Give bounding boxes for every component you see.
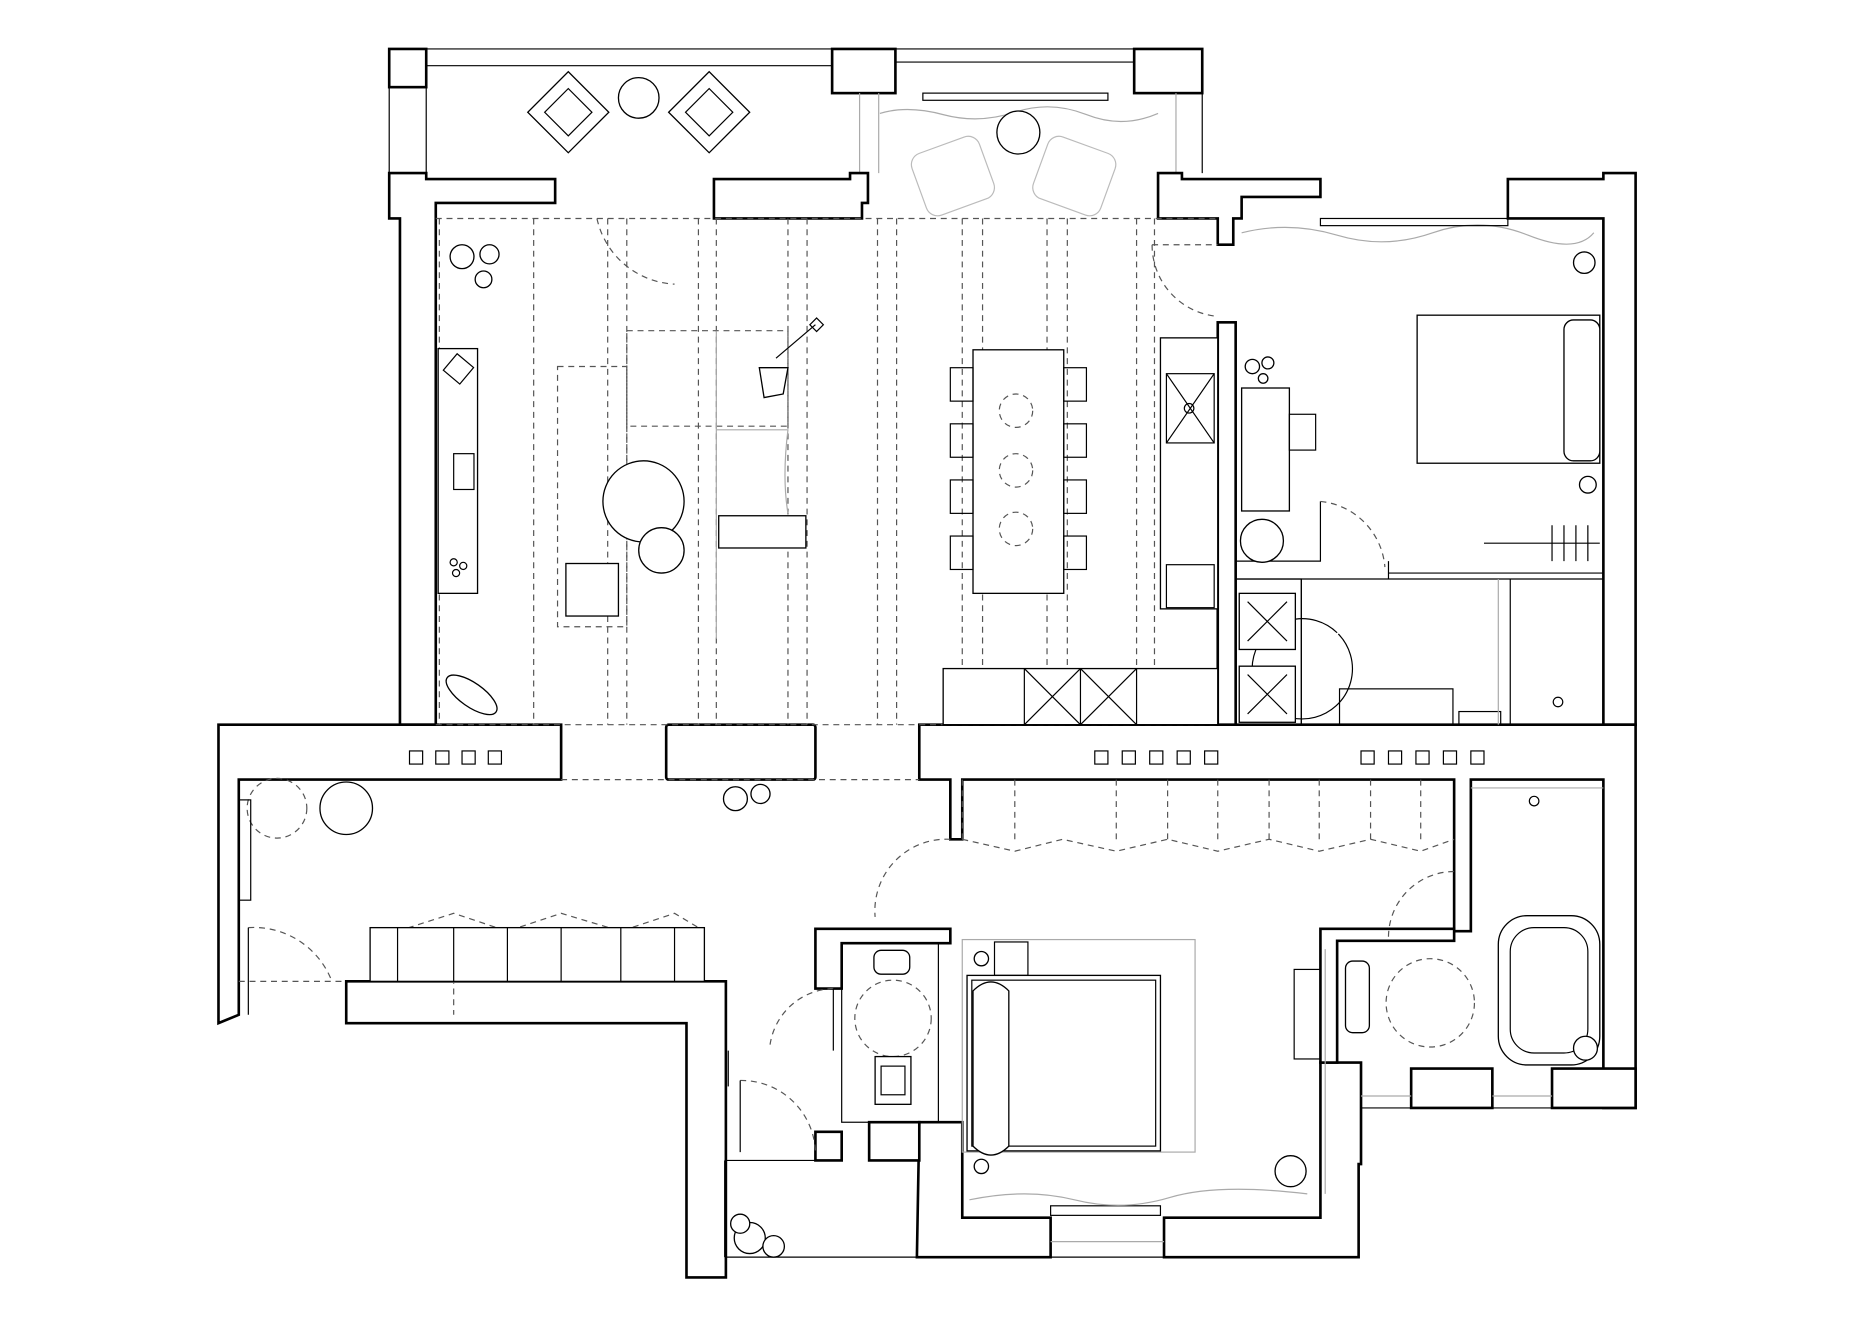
- balcony: [387, 47, 1204, 217]
- vent-icon: [408, 750, 1485, 765]
- bedroom-top-right: [1239, 217, 1601, 563]
- kitchen: [942, 337, 1297, 726]
- corridor: [238, 750, 1485, 1258]
- armchair-icon: [526, 70, 610, 154]
- dining-table: [949, 349, 1088, 595]
- bathroom-bottom: [1293, 787, 1604, 1066]
- doors: [247, 218, 1455, 1153]
- walls: [217, 171, 1637, 1279]
- lamp-icon: [449, 244, 500, 289]
- living-furniture: [437, 244, 825, 716]
- bathroom-top: [1338, 579, 1564, 726]
- bedroom-bottom: [961, 938, 1326, 1206]
- armchair-icon: [667, 70, 751, 154]
- wc: [841, 942, 939, 1123]
- partitions: [1235, 501, 1604, 726]
